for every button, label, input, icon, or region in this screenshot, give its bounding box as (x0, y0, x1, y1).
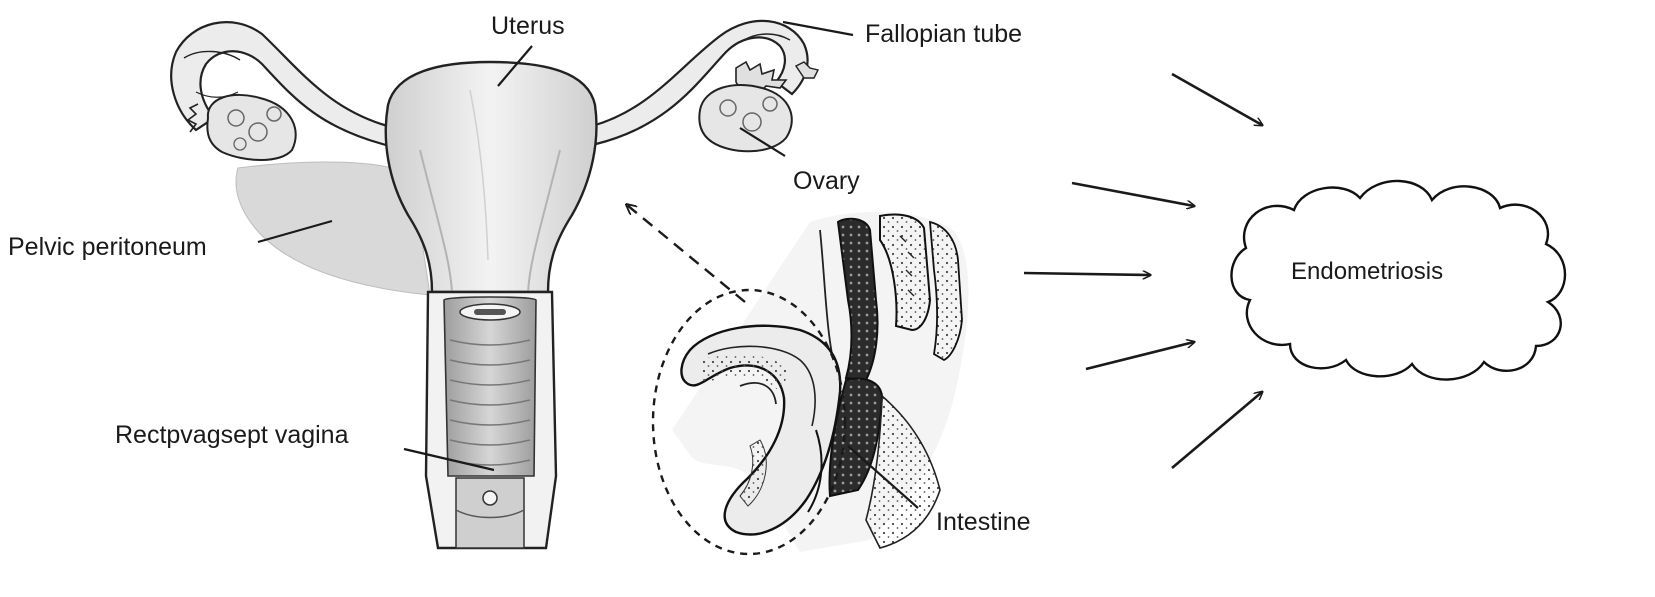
uterus-body (384, 60, 598, 294)
arrow-1 (1171, 72, 1262, 125)
label-pelvic-peritoneum: Pelvic peritoneum (8, 233, 207, 261)
leader-fallopian-tube (782, 20, 854, 37)
pelvic-peritoneum-shape (235, 161, 431, 296)
arrow-5 (1171, 392, 1262, 469)
label-fallopian-tube: Fallopian tube (865, 20, 1023, 48)
label-uterus: Uterus (491, 12, 565, 40)
arrow-3 (1023, 273, 1150, 275)
dashed-arrow-to-uterus (627, 205, 746, 303)
label-ovary: Ovary (793, 167, 860, 195)
left-ovary (186, 93, 297, 161)
cervix-vagina (424, 290, 558, 550)
leader-intestine (847, 445, 919, 509)
highlight-dashed-ellipse (651, 288, 847, 556)
right-fallopian-tube (590, 19, 809, 146)
leader-uterus (497, 45, 533, 87)
leader-rectovaginal (403, 447, 495, 472)
arrow-4 (1085, 342, 1194, 371)
arrow-2 (1071, 181, 1194, 206)
label-intestine: Intestine (936, 508, 1031, 536)
right-ovary (698, 84, 793, 153)
endometriosis-cloud-shape (1230, 179, 1567, 381)
label-rectovaginal-septum-vagina: Rectpvagsept vagina (115, 421, 349, 449)
label-endometriosis: Endometriosis (1291, 258, 1444, 285)
leader-pelvic-peritoneum (257, 219, 333, 244)
intestine-illustration (672, 211, 969, 552)
leader-ovary (739, 127, 786, 157)
